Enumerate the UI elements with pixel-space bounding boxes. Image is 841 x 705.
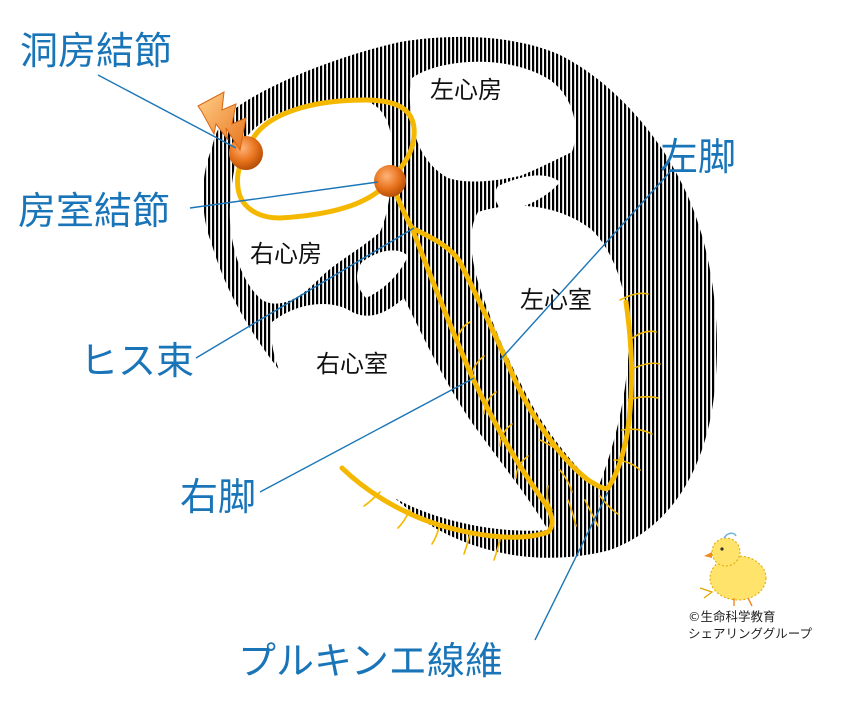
left-atrium-cavity	[409, 61, 576, 182]
his-bundle-label: ヒス束	[80, 339, 194, 383]
purkinje-label: プルキンエ線維	[238, 639, 503, 683]
right-bundle-label: 右脚	[180, 475, 256, 519]
av-node-label: 房室結節	[18, 189, 170, 233]
heart-cavities	[229, 61, 629, 531]
lightning-bolt-icon	[197, 91, 247, 152]
left-bundle-label: 左脚	[660, 135, 736, 179]
credit-line-1: ©生命科学教育	[688, 609, 776, 624]
left-bundle-path	[409, 225, 611, 491]
right-ventricle-cavity	[271, 298, 548, 531]
credit-line-2: シェアリンググループ	[688, 626, 813, 641]
right-atrium-cavity	[229, 99, 392, 304]
sa-node-label: 洞房結節	[20, 29, 172, 73]
leader-lines	[97, 74, 671, 641]
left-atrium-label: 左心房	[430, 76, 502, 104]
lv-purkinje-path	[605, 299, 635, 491]
left-ventricle-label: 左心室	[520, 286, 592, 314]
right-atrium-label: 右心房	[250, 240, 322, 268]
chick-logo	[699, 532, 767, 607]
purkinje-fibres	[363, 292, 661, 561]
right-ventricle-label: 右心室	[316, 350, 388, 378]
left-ventricle-cavity	[471, 205, 629, 489]
av-node	[374, 165, 406, 197]
